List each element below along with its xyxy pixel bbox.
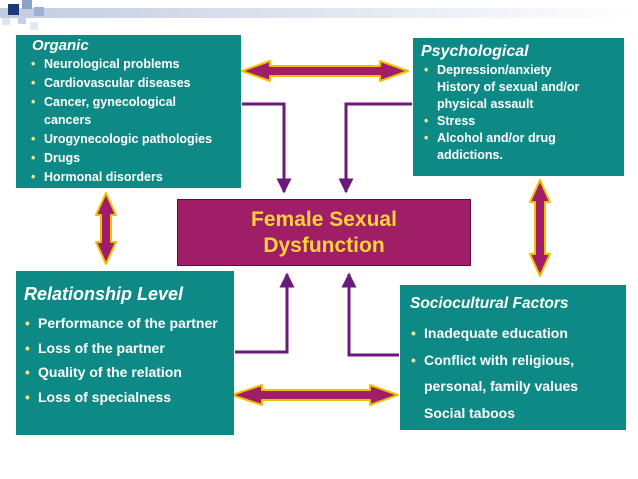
list-item: Loss of specialness: [25, 385, 234, 410]
list-item: Cancer, gynecological: [31, 93, 241, 112]
list-item: addictions.: [437, 148, 503, 162]
sociocultural-heading: Sociocultural Factors: [410, 295, 569, 312]
list-item: History of sexual and/or: [437, 80, 580, 94]
double-arrow-left: [95, 192, 117, 265]
list-item: Performance of the partner: [25, 311, 234, 336]
arrow-socio-to-center: [341, 272, 399, 357]
center-title: Female Sexual Dysfunction: [251, 207, 397, 257]
sociocultural-box: Sociocultural Factors Inadequate educati…: [400, 285, 626, 430]
relationship-box: Relationship Level Performance of the pa…: [16, 271, 234, 435]
list-item: Quality of the relation: [25, 360, 234, 385]
arrow-relation-to-center: [235, 272, 295, 354]
organic-box: Organic Neurological problemsCardiovascu…: [16, 35, 241, 188]
list-item: Depression/anxiety: [424, 62, 624, 79]
relationship-heading: Relationship Level: [24, 284, 184, 304]
double-arrow-bottom: [231, 384, 399, 406]
organic-list: Neurological problemsCardiovascular dise…: [31, 55, 241, 187]
list-item: cancers: [44, 113, 92, 128]
psychological-box: Psychological Depression/anxietyHistory …: [413, 38, 624, 176]
double-arrow-top: [241, 60, 409, 82]
list-item: physical assault: [437, 97, 534, 111]
list-item: Alcohol and/or drug: [424, 130, 624, 147]
decorative-header-band: [0, 0, 638, 30]
list-item: Neurological problems: [31, 55, 241, 74]
sociocultural-list: Inadequate educationConflict with religi…: [411, 320, 626, 426]
list-item: Stress: [424, 113, 624, 130]
psychological-heading: Psychological: [421, 43, 529, 60]
arrow-organic-to-center: [242, 102, 292, 194]
list-item: personal, family values: [424, 378, 579, 394]
list-item: Cardiovascular diseases: [31, 74, 241, 93]
list-item: Drugs: [31, 149, 241, 168]
organic-heading: Organic: [32, 37, 89, 54]
arrow-psych-to-center: [338, 102, 412, 194]
list-item: Hormonal disorders: [31, 168, 241, 187]
list-item: Inadequate education: [411, 320, 626, 347]
list-item: Conflict with religious,: [411, 347, 626, 374]
center-box: Female Sexual Dysfunction: [177, 199, 471, 266]
double-arrow-right: [529, 179, 551, 277]
list-item: Social taboos: [424, 404, 516, 421]
list-item: Loss of the partner: [25, 336, 234, 361]
list-item: Urogynecologic pathologies: [31, 130, 241, 149]
relationship-list: Performance of the partnerLoss of the pa…: [25, 311, 234, 410]
